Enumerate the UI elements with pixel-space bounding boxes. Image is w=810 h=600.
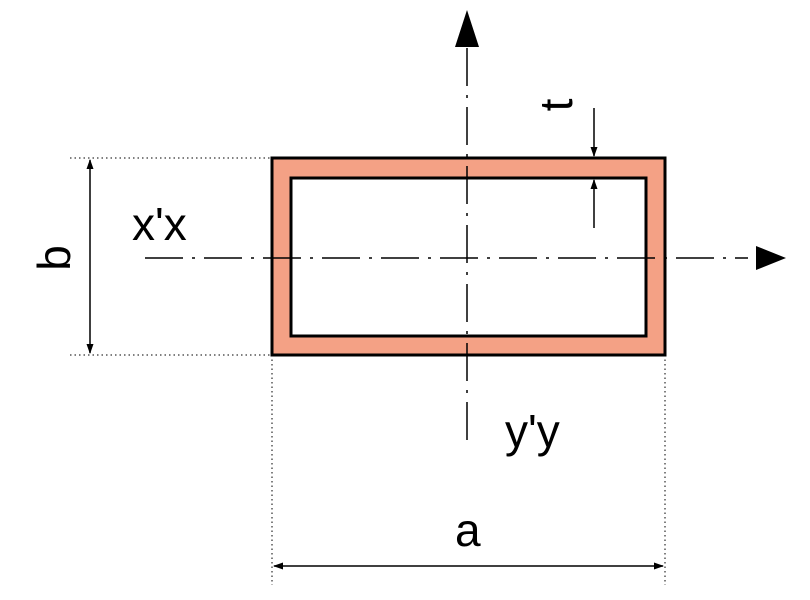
label-axis-x: x'x bbox=[132, 198, 187, 250]
label-axis-y: y'y bbox=[505, 405, 560, 457]
axis-x-arrow-icon bbox=[756, 246, 786, 270]
label-height-b: b bbox=[28, 245, 80, 271]
section-hollow bbox=[289, 176, 648, 338]
axis-y-arrow-icon bbox=[455, 10, 479, 47]
label-width-a: a bbox=[455, 504, 481, 556]
label-thickness-t: t bbox=[530, 98, 582, 111]
